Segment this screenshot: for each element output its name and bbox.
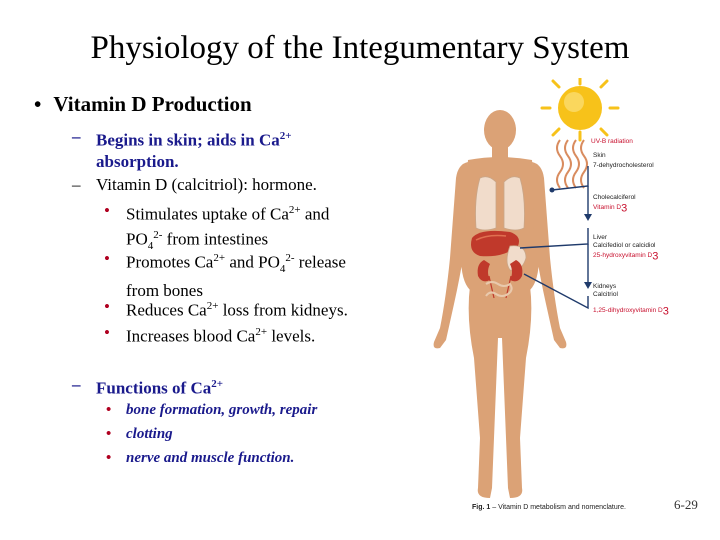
arrow-icons (549, 187, 592, 289)
bullet-dot: • (104, 249, 110, 268)
body-illustration (433, 74, 620, 498)
pathway-lines (519, 166, 589, 310)
slide-title: Physiology of the Integumentary System (90, 30, 630, 66)
bullet-dot: • (104, 297, 110, 316)
bullet-dot: • (106, 426, 112, 442)
figure-caption: Fig. 1 – Vitamin D metabolism and nomenc… (472, 504, 626, 511)
label-kidneys: Kidneys (593, 283, 617, 290)
label-skin: Skin (593, 152, 606, 159)
intestines-icon (485, 281, 513, 297)
dash-marker: – (72, 127, 81, 146)
kidneys-icon (477, 260, 523, 299)
page-number: 6-29 (674, 497, 698, 512)
human-body (433, 110, 567, 498)
label-calcitriol: Calcitriol (593, 291, 618, 298)
vitamin-d-figure: UV-B radiation Skin 7-dehydrocholesterol… (410, 74, 710, 518)
label-uv-radiation: UV-B radiation (591, 138, 633, 145)
label-7-dehydrocholesterol: 7-dehydrocholesterol (593, 162, 654, 169)
bullet-dot: • (106, 450, 112, 466)
bullet-dot: • (104, 201, 110, 220)
label-vitamin-d3: Vitamin D3 (593, 202, 628, 215)
dash-marker: – (72, 175, 81, 194)
dash-marker: – (72, 375, 81, 394)
uv-rays-icon (556, 139, 588, 189)
label-calcifediol: Calcifediol or calcidiol (593, 242, 656, 249)
label-liver: Liver (593, 234, 608, 241)
label-cholecalciferol: Cholecalciferol (593, 194, 636, 201)
bullet-dot: • (106, 402, 112, 418)
lungs-icon (475, 176, 525, 231)
heading-vitamin-d: Vitamin D Production (53, 92, 252, 116)
bullet-dot: • (104, 323, 110, 342)
bullet-vitamin-d: • Vitamin D Production (34, 92, 252, 117)
liver-icon (471, 230, 519, 257)
bullet-dot: • (34, 92, 42, 116)
sun-icon (540, 74, 620, 142)
label-1-25-dihydroxyvitamin-d3: 1,25-dihydroxyvitamin D3 (593, 305, 669, 318)
label-25-hydroxyvitamin-d3: 25-hydroxyvitamin D3 (593, 250, 659, 263)
